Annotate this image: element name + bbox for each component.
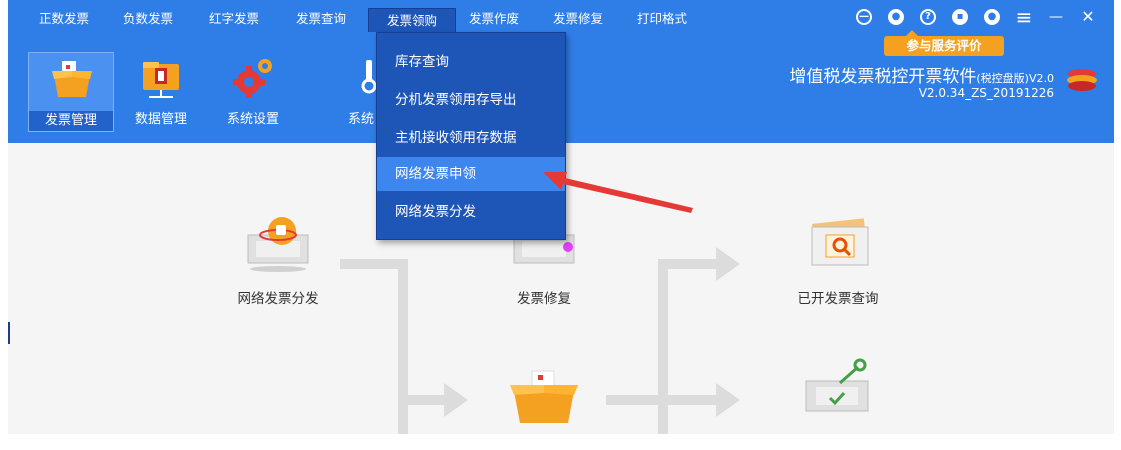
flow-connector xyxy=(658,259,718,269)
dropdown-item-export-extension-stock[interactable]: 分机发票领用存导出 xyxy=(395,92,517,108)
invoice-box-icon xyxy=(510,370,578,423)
menu-item-negative-invoice[interactable]: 负数发票 xyxy=(122,11,173,26)
flow-connector xyxy=(340,259,408,269)
flow-node-network-distribute[interactable]: 网络发票分发 xyxy=(218,213,338,307)
help-icon[interactable]: ? xyxy=(920,9,936,25)
network-distribute-icon xyxy=(247,217,309,272)
menu-item-positive-invoice[interactable]: 正数发票 xyxy=(38,11,89,26)
flow-connector xyxy=(398,259,408,434)
toolbar-label: 发票管理 xyxy=(29,111,113,131)
toolbar-system-settings[interactable]: 系统设置 xyxy=(210,52,296,132)
dropdown-item-host-receive-stock[interactable]: 主机接收领用存数据 xyxy=(395,130,517,146)
window-edge-mark xyxy=(8,322,10,344)
dropdown-item-network-invoice-apply[interactable]: 网络发票申领 xyxy=(377,157,565,191)
flow-node-invoice-void[interactable] xyxy=(796,355,882,425)
flow-connector xyxy=(668,395,718,405)
toolbar-data-management[interactable]: 数据管理 xyxy=(118,52,204,132)
menu-item-red-invoice[interactable]: 红字发票 xyxy=(208,11,259,26)
app-title-version: V2.0 xyxy=(1028,72,1054,85)
flow-node-label: 网络发票分发 xyxy=(237,291,319,307)
service-rating-badge[interactable]: 参与服务评价 xyxy=(884,30,1004,56)
invoice-box-icon xyxy=(52,61,92,97)
menu-item-invoice-void[interactable]: 发票作废 xyxy=(468,11,519,26)
app-title-note: (税控盘版) xyxy=(976,72,1029,85)
wrench-icon xyxy=(361,60,377,94)
window-controls: — ● ? ▪ ● ≡ — ✕ xyxy=(856,7,1102,31)
app-logo-icon xyxy=(1067,69,1097,91)
flow-connector xyxy=(658,259,668,434)
flow-node-issued-invoice-query[interactable]: 已开发票查询 xyxy=(778,213,898,307)
app-title-main: 增值税发票税控开票软件 xyxy=(789,67,977,87)
flow-arrow-icon xyxy=(716,247,740,281)
menu-bar: 正数发票 负数发票 红字发票 发票查询 发票领购 发票作废 发票修复 打印格式 xyxy=(8,0,1114,32)
toolbar-label: 数据管理 xyxy=(134,112,187,127)
close-icon[interactable]: ✕ xyxy=(1081,7,1095,26)
feedback-icon[interactable]: ● xyxy=(888,9,904,25)
toolbar-system-tools[interactable]: 系统 xyxy=(304,52,377,132)
gear-icon xyxy=(233,59,272,98)
menu-item-invoice-purchase[interactable]: 发票领购 xyxy=(368,8,456,32)
folder-data-icon xyxy=(143,62,179,98)
dropdown-item-stock-query[interactable]: 库存查询 xyxy=(395,54,449,70)
menu-item-invoice-repair[interactable]: 发票修复 xyxy=(552,11,603,26)
app-build-version: V2.0.34_ZS_20191226 xyxy=(918,86,1054,100)
app-title: 增值税发票税控开票软件(税控盘版)V2.0 xyxy=(789,62,1054,87)
flow-connector xyxy=(606,395,658,405)
menu-icon[interactable]: ≡ xyxy=(1015,5,1033,29)
menu-item-print-format[interactable]: 打印格式 xyxy=(636,11,687,26)
red-pointer-arrow-icon xyxy=(543,172,693,213)
user-icon[interactable]: ● xyxy=(984,9,1000,25)
toolbar-label: 系统 xyxy=(348,112,375,127)
menu-item-invoice-query[interactable]: 发票查询 xyxy=(295,11,346,26)
minimize-icon[interactable]: — xyxy=(1049,9,1063,25)
flow-node-label: 已开发票查询 xyxy=(797,291,879,307)
dropdown-item-network-invoice-distribute[interactable]: 网络发票分发 xyxy=(395,204,476,220)
app-window: 正数发票 负数发票 红字发票 发票查询 发票领购 发票作废 发票修复 打印格式 … xyxy=(8,0,1114,434)
invoice-void-icon xyxy=(805,358,869,412)
flow-node-label: 发票修复 xyxy=(517,291,571,307)
lock-icon[interactable]: ▪ xyxy=(952,9,968,25)
minus-circle-icon[interactable]: — xyxy=(856,9,872,25)
toolbar-invoice-management[interactable]: 发票管理 xyxy=(28,52,114,132)
toolbar-label: 系统设置 xyxy=(226,112,279,127)
invoice-search-icon xyxy=(811,218,869,266)
flow-connector xyxy=(408,395,446,405)
flow-arrow-icon xyxy=(444,383,468,417)
flow-arrow-icon xyxy=(716,383,740,417)
invoice-purchase-dropdown: 库存查询 分机发票领用存导出 主机接收领用存数据 网络发票申领 网络发票分发 xyxy=(376,32,566,240)
flow-node-invoice-management[interactable] xyxy=(504,355,584,425)
